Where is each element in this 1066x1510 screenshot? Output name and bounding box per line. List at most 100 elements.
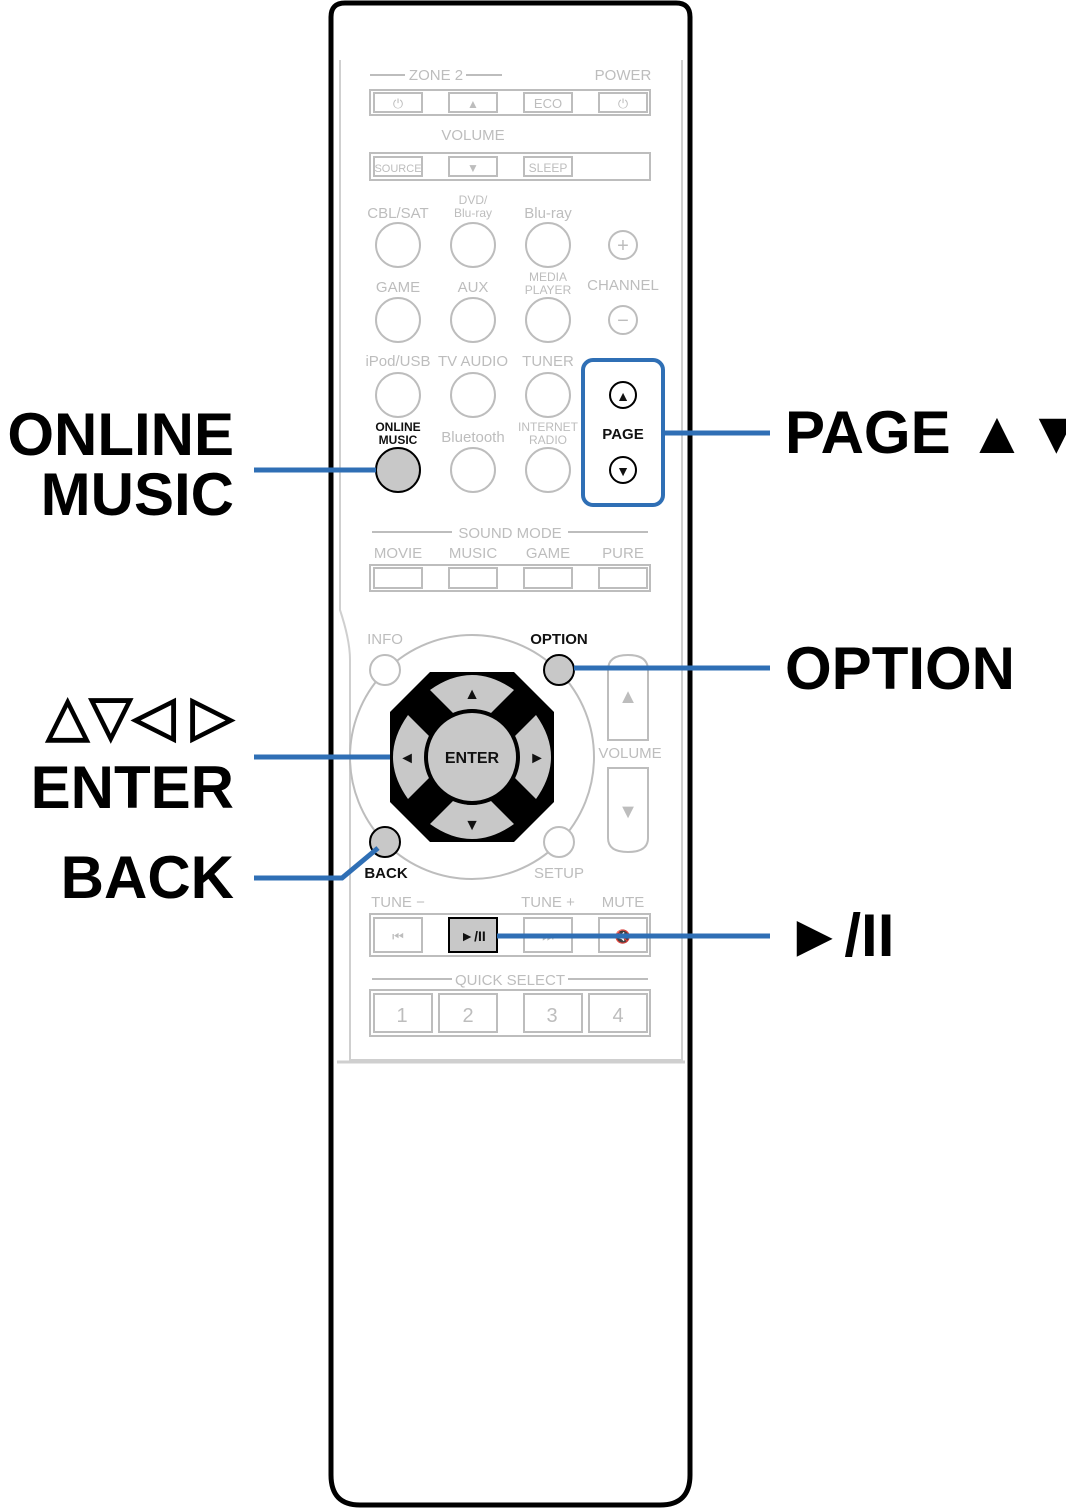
info-button[interactable] (369, 654, 401, 686)
tuner-button[interactable] (525, 372, 571, 418)
info-label: INFO (367, 631, 403, 648)
page-label: PAGE (602, 426, 643, 443)
dvd-label-line2: Blu-ray (454, 206, 492, 220)
source-grid: CBL/SAT DVD/ Blu-ray Blu-ray + GAME AUX … (365, 193, 659, 493)
game-button[interactable] (375, 297, 421, 343)
volume-down-button[interactable] (607, 767, 649, 854)
tuner-label: TUNER (522, 353, 574, 370)
prev-icon: ⏮ (392, 929, 404, 944)
power-button[interactable] (598, 92, 648, 113)
pure-label: PURE (602, 545, 644, 562)
callout-back: BACK (61, 844, 234, 911)
media-player-label-line1: MEDIA (529, 270, 567, 284)
online-music-button[interactable] (375, 447, 421, 493)
dpad-left[interactable] (393, 715, 432, 799)
setup-button[interactable] (543, 826, 575, 858)
quick-select-3-button[interactable] (523, 993, 583, 1033)
channel-down-button[interactable] (608, 305, 638, 335)
bluray-button[interactable] (525, 222, 571, 268)
quick-select-1-label: 1 (396, 1005, 407, 1027)
volume-down-icon: ▼ (618, 801, 638, 823)
dpad-right[interactable] (512, 715, 551, 799)
zone2-volume-down-button[interactable] (448, 156, 498, 177)
channel-label: CHANNEL (587, 277, 659, 294)
arrow-right-icon: ► (529, 750, 545, 767)
tune-minus-label: TUNE − (371, 894, 425, 911)
bluetooth-label: Bluetooth (441, 429, 504, 446)
dvd-button[interactable] (450, 222, 496, 268)
sound-mode-group: SOUND MODE MOVIE MUSIC GAME PURE (369, 525, 651, 592)
cbl-sat-label: CBL/SAT (367, 205, 428, 222)
quick-select-2-button[interactable] (438, 993, 498, 1033)
zone2-up-icon: ▲ (467, 97, 479, 111)
internet-radio-label-line1: INTERNET (518, 420, 579, 434)
navigation-area: INFO OPTION ▲ ▼ ◄ ► ENTER BACK SETUP ▲ V… (349, 631, 662, 882)
dpad-down[interactable] (430, 800, 514, 839)
arrow-left-icon: ◄ (399, 750, 415, 767)
zone2-power-icon: ⏻ (393, 96, 403, 111)
source-button[interactable] (373, 156, 423, 177)
source-label: SOURCE (374, 163, 421, 175)
movie-button[interactable] (373, 567, 423, 589)
quick-select-2-label: 2 (462, 1005, 473, 1027)
bluray-label: Blu-ray (524, 205, 572, 222)
row2-buttons: SOURCE ▼ SLEEP (373, 156, 573, 177)
zone2-label: ZONE 2 (409, 67, 463, 84)
zone2-power-button[interactable] (373, 92, 423, 113)
page-up-icon: ▲ (616, 388, 630, 404)
dpad-up[interactable] (430, 675, 514, 714)
music-button[interactable] (448, 567, 498, 589)
game-mode-label: GAME (526, 545, 570, 562)
dvd-label-line1: DVD/ (459, 193, 488, 207)
aux-button[interactable] (450, 297, 496, 343)
option-label: OPTION (530, 631, 588, 648)
quick-select-1-button[interactable] (373, 993, 433, 1033)
power-icon: ⏻ (618, 96, 628, 111)
game-label: GAME (376, 279, 420, 296)
enter-label: ENTER (445, 750, 500, 767)
prev-button[interactable] (373, 917, 423, 953)
game-mode-button[interactable] (523, 567, 573, 589)
callout-arrows: △▽◁ ▷ (44, 684, 236, 747)
tv-audio-button[interactable] (450, 372, 496, 418)
page-down-button[interactable] (609, 456, 637, 484)
music-label: MUSIC (449, 545, 498, 562)
back-label: BACK (364, 865, 407, 882)
callout-enter: ENTER (31, 754, 234, 821)
callout-play-pause: ►/II (785, 902, 894, 969)
callout-lines (254, 430, 770, 939)
eco-button[interactable] (523, 92, 573, 113)
zone2-volume-up-button[interactable] (448, 92, 498, 113)
quick-select-3-label: 3 (546, 1005, 557, 1027)
pure-button[interactable] (598, 567, 648, 589)
power-label: POWER (595, 67, 652, 84)
page-down-icon: ▼ (616, 463, 630, 479)
quick-select-group: QUICK SELECT 1 2 3 4 (369, 972, 651, 1037)
ipod-usb-button[interactable] (375, 372, 421, 418)
enter-button[interactable] (424, 709, 520, 805)
media-player-button[interactable] (525, 297, 571, 343)
media-player-label-line2: PLAYER (525, 283, 572, 297)
aux-label: AUX (458, 279, 489, 296)
callout-option: OPTION (785, 635, 1015, 702)
sleep-label: SLEEP (529, 161, 568, 175)
sound-mode-label: SOUND MODE (458, 525, 561, 542)
quick-select-4-button[interactable] (588, 993, 648, 1033)
bluetooth-button[interactable] (450, 447, 496, 493)
volume-side-label: VOLUME (598, 745, 661, 762)
arrow-down-icon: ▼ (464, 817, 480, 834)
tune-plus-label: TUNE + (521, 894, 575, 911)
internet-radio-button[interactable] (525, 447, 571, 493)
option-button[interactable] (543, 654, 575, 686)
online-music-label-line1: ONLINE (375, 420, 420, 434)
page-group: ▲ PAGE ▼ (581, 358, 665, 507)
mute-label: MUTE (602, 894, 645, 911)
callout-online-line2: MUSIC (41, 461, 234, 528)
channel-up-button[interactable] (608, 230, 638, 260)
volume-label: VOLUME (441, 127, 504, 144)
online-music-label-line2: MUSIC (379, 433, 418, 447)
sleep-button[interactable] (523, 156, 573, 177)
cbl-sat-button[interactable] (375, 222, 421, 268)
remote-inner-outline (339, 60, 683, 1061)
page-up-button[interactable] (609, 381, 637, 409)
